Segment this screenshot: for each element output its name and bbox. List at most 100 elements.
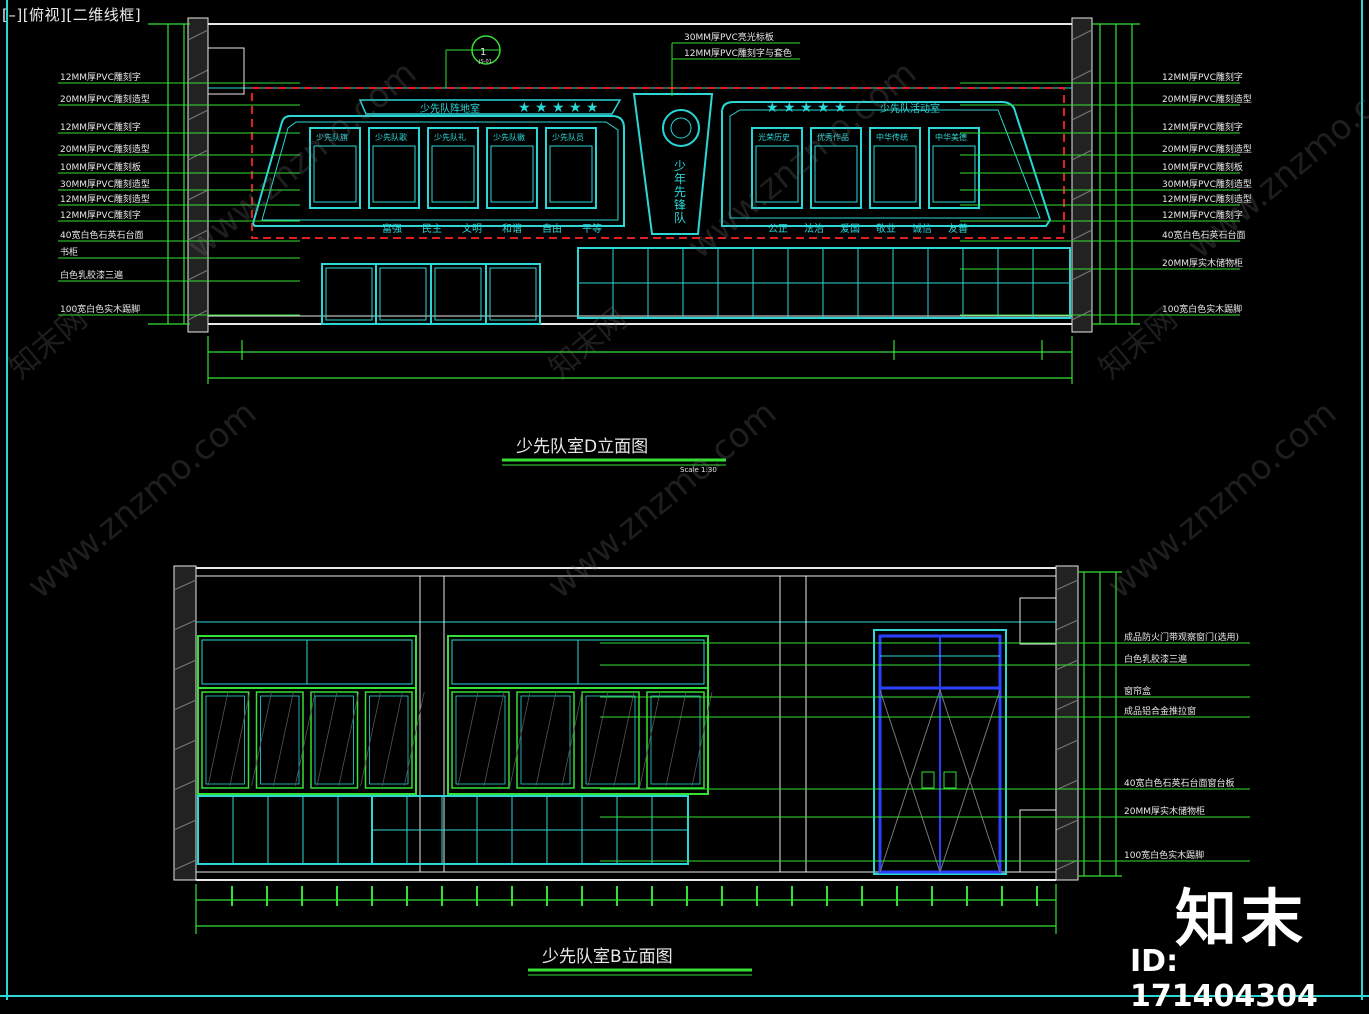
- watermark-2: www.znzmo.com: [540, 393, 784, 607]
- d-left-wall: [187, 17, 209, 333]
- d-right-note: 100宽白色实木踢脚: [1162, 303, 1242, 315]
- brand-logo: 知末: [1175, 882, 1308, 955]
- d-emblem-char: 锋: [674, 198, 686, 212]
- d-right-panels: 光荣历史优秀作品中华传统中华美德公正法治爱国敬业诚信友善: [751, 127, 980, 235]
- d-cabinets-left: [321, 263, 541, 325]
- d-left-note: 书柜: [60, 246, 78, 258]
- d-left-panel: [309, 127, 361, 209]
- b-left-wall: [173, 565, 197, 881]
- d-left-note: 12MM厚PVC雕刻字: [60, 121, 141, 133]
- d-dimensions: [148, 23, 1140, 384]
- d-right-note: 40宽白色石英石台面: [1162, 229, 1245, 241]
- d-left-panel-title: 少先队员: [552, 132, 584, 142]
- d-top-notes-group: 30MM厚PVC亮光标板12MM厚PVC雕刻字与套色1JS-01少先队阵地室少先…: [420, 31, 940, 225]
- d-right-note: 20MM厚PVC雕刻造型: [1162, 143, 1252, 155]
- b-right-note: 成品防火门带观察窗门(选用): [1124, 631, 1239, 643]
- d-right-notes-group: 12MM厚PVC雕刻字 20MM厚PVC雕刻造型 12MM厚PVC雕刻字 20MM厚P…: [960, 71, 1252, 316]
- b-right-note: 40宽白色石英石台面窗台板: [1124, 777, 1234, 789]
- d-left-word: 和谐: [502, 223, 522, 235]
- d-left-note: 10MM厚PVC雕刻板: [60, 161, 141, 173]
- d-left-panel-title: 少先队旗: [316, 132, 348, 142]
- d-left-word: 文明: [462, 222, 482, 235]
- b-cabinet-left: [197, 795, 373, 865]
- d-left-note: 100宽白色实木踢脚: [60, 303, 140, 315]
- d-left-notes-group: 12MM厚PVC雕刻字20MM厚PVC雕刻造型12MM厚PVC雕刻字20MM厚P…: [58, 71, 300, 316]
- d-top-note: 12MM厚PVC雕刻字与套色: [684, 47, 792, 59]
- d-right-note: 30MM厚PVC雕刻造型: [1162, 178, 1252, 190]
- d-right-panel-title: 优秀作品: [817, 132, 849, 142]
- b-right-note: 100宽白色实木踢脚: [1124, 849, 1204, 861]
- d-left-note: 12MM厚PVC雕刻字: [60, 209, 141, 221]
- d-left-note: 12MM厚PVC雕刻字: [60, 71, 141, 83]
- elevation-b: [173, 565, 1122, 934]
- d-scale: Scale 1:30: [680, 466, 717, 474]
- b-door[interactable]: [873, 629, 1007, 875]
- d-right-word: 诚信: [912, 223, 932, 235]
- b-title: 少先队室B立面图: [542, 947, 673, 967]
- watermark-7: 知末网: [3, 301, 94, 386]
- d-right-word: 爱国: [840, 222, 860, 235]
- door-handle-right-icon: [943, 771, 957, 789]
- b-window: [447, 635, 709, 795]
- watermark-9: 知末网: [1093, 301, 1184, 386]
- d-right-note: 20MM厚实木储物柜: [1162, 257, 1243, 269]
- b-right-note: 20MM厚实木储物柜: [1124, 805, 1205, 817]
- d-left-panel-title: 少先队歌: [375, 132, 407, 142]
- d-right-wall: [1071, 17, 1093, 333]
- watermark-6: www.znzmo.com: [1180, 53, 1369, 267]
- b-dimensions: [195, 571, 1122, 934]
- d-left-note: 白色乳胶漆三遍: [60, 269, 123, 281]
- svg-text:★ ★ ★ ★ ★: ★ ★ ★ ★ ★: [518, 100, 599, 116]
- d-left-word: 自由: [542, 222, 562, 235]
- d-callout-sub: JS-01: [478, 59, 492, 65]
- d-right-panel: [751, 127, 803, 209]
- b-column-1: [419, 575, 445, 873]
- d-left-note: 20MM厚PVC雕刻造型: [60, 93, 150, 105]
- d-left-note: 40宽白色石英石台面: [60, 229, 143, 241]
- d-right-panel-title: 中华美德: [935, 132, 967, 142]
- b-window: [197, 635, 417, 795]
- d-right-panel-title: 光荣历史: [758, 132, 790, 142]
- d-left-panels: 少先队旗少先队歌少先队礼少先队徽少先队员富强民主文明和谐自由平等: [309, 127, 602, 235]
- d-emblem-char: 先: [674, 185, 686, 199]
- d-right-note: 12MM厚PVC雕刻字: [1162, 121, 1243, 133]
- d-right-note: 20MM厚PVC雕刻造型: [1162, 93, 1252, 105]
- d-right-banner: 少先队活动室: [880, 102, 940, 115]
- d-left-panel-title: 少先队徽: [493, 132, 525, 142]
- watermark-3: www.znzmo.com: [1100, 393, 1344, 607]
- b-right-note: 窗帘盒: [1124, 685, 1151, 697]
- d-left-word: 民主: [422, 223, 442, 235]
- b-column-2: [779, 575, 807, 873]
- d-left-word: 富强: [382, 222, 402, 235]
- b-windows: [197, 635, 713, 795]
- d-left-panel: [427, 127, 479, 209]
- d-left-note: 12MM厚PVC雕刻造型: [60, 193, 150, 205]
- elevation-d: 少先队旗少先队歌少先队礼少先队徽少先队员富强民主文明和谐自由平等 光荣历史优秀作…: [148, 17, 1140, 384]
- d-title: 少先队室D立面图: [516, 437, 648, 457]
- d-right-word: 公正: [768, 224, 788, 235]
- d-left-panel: [486, 127, 538, 209]
- d-left-banner: 少先队阵地室: [420, 102, 480, 115]
- d-stars: ★ ★ ★ ★ ★ ★ ★ ★ ★ ★: [518, 100, 847, 116]
- watermark-1: www.znzmo.com: [20, 393, 264, 607]
- d-left-note: 30MM厚PVC雕刻造型: [60, 178, 150, 190]
- b-right-note: 成品铝合金推拉窗: [1124, 705, 1196, 717]
- d-cabinets-right: [577, 247, 1071, 319]
- d-emblem-char: 年: [674, 172, 686, 186]
- d-emblem-char: 少: [674, 159, 686, 173]
- viewport-label[interactable]: [–][俯视][二维线框]: [2, 6, 142, 24]
- d-right-panel-title: 中华传统: [876, 132, 908, 142]
- b-title-block: 少先队室B立面图: [528, 947, 752, 976]
- d-left-panel: [545, 127, 597, 209]
- d-right-panel: [869, 127, 921, 209]
- d-right-panel: [928, 127, 980, 209]
- d-top-note: 30MM厚PVC亮光标板: [684, 31, 774, 43]
- b-cabinets: [197, 795, 689, 865]
- d-callout-number: 1: [480, 47, 486, 58]
- d-center-banner: [632, 93, 714, 235]
- d-right-panel: [810, 127, 862, 209]
- d-emblem-icon: [662, 109, 700, 147]
- d-right-note: 12MM厚PVC雕刻字: [1162, 71, 1243, 83]
- watermark-8: 知末网: [543, 301, 634, 386]
